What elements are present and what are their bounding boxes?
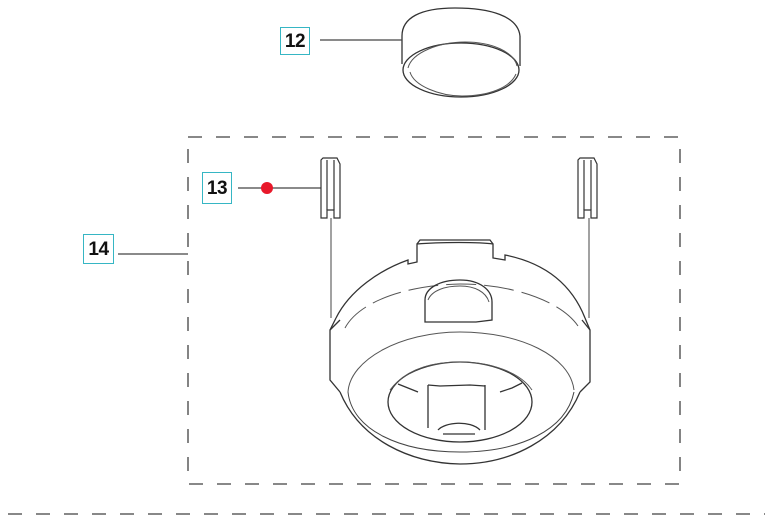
callout-13[interactable]: 13 [202,172,232,204]
red-dot-marker [261,182,273,194]
callout-12[interactable]: 12 [280,27,310,55]
part-13-eyelet-left[interactable] [320,157,341,219]
housing-body[interactable] [329,239,591,465]
part-13-eyelet-right[interactable] [577,157,598,219]
part-12-cap[interactable] [401,7,521,98]
callout-14[interactable]: 14 [83,234,114,264]
